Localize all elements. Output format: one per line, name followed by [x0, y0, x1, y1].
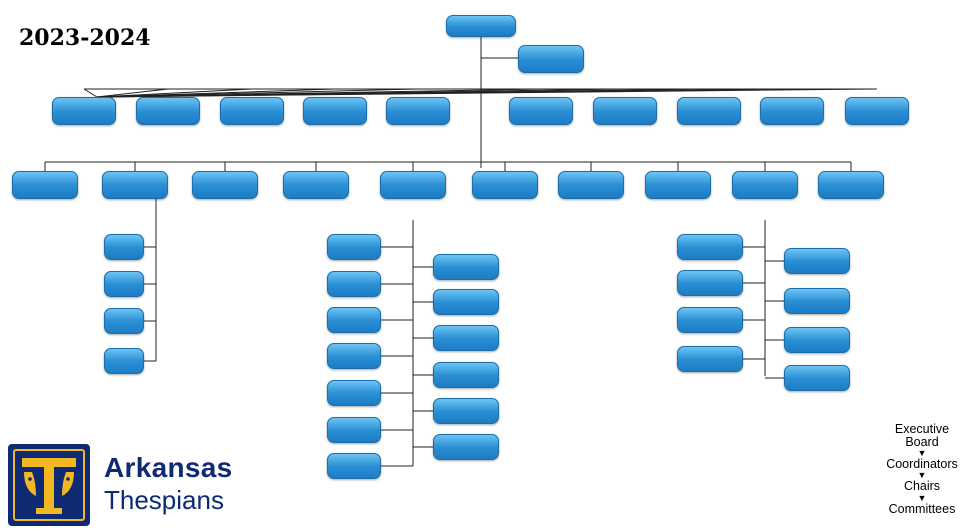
- jr-chair-box: [784, 288, 850, 314]
- jr-chair-box: [677, 270, 743, 296]
- board-member-box: [220, 97, 284, 125]
- jr-chair-box: [677, 307, 743, 333]
- year-title: 2023-2024: [19, 25, 151, 51]
- jr-chair-box: [784, 365, 850, 391]
- legend-level: Committees: [888, 501, 956, 516]
- board-member-box: [303, 97, 367, 125]
- legend-level: Coordinators: [886, 457, 958, 472]
- festival-chair-box: [433, 254, 499, 280]
- hierarchy-legend: Executive Board▼Coordinators▼Chairs▼Comm…: [876, 422, 968, 516]
- festival-chair-box: [327, 307, 381, 333]
- festival-chair-box: [327, 271, 381, 297]
- down-arrow-icon: ▼: [917, 470, 927, 481]
- assistant-director-box: [518, 45, 584, 73]
- board-member-box: [386, 97, 450, 125]
- coordinator-box: [472, 171, 538, 199]
- arkansas-thespians-logo-icon: [8, 444, 90, 526]
- chapter-director-box: [446, 15, 516, 37]
- connector-line: [96, 88, 169, 98]
- festival-chair-box: [327, 380, 381, 406]
- technical-chair-box: [104, 234, 144, 260]
- festival-chair-box: [433, 434, 499, 460]
- board-member-box: [760, 97, 824, 125]
- festival-chair-box: [327, 453, 381, 479]
- festival-chair-box: [327, 234, 381, 260]
- festival-chair-box: [433, 289, 499, 315]
- coordinator-box: [12, 171, 78, 199]
- legend-level: Executive Board: [894, 422, 950, 450]
- connector-line: [83, 88, 98, 98]
- board-member-box: [136, 97, 200, 125]
- technical-chair-box: [104, 348, 144, 374]
- jr-chair-box: [677, 346, 743, 372]
- board-member-box: [509, 97, 573, 125]
- connector-line: [96, 88, 878, 98]
- coordinator-box: [283, 171, 349, 199]
- festival-chair-box: [327, 343, 381, 369]
- festival-chair-box: [433, 398, 499, 424]
- brand-name-line2: Thespians: [104, 485, 224, 515]
- festival-chair-box: [327, 417, 381, 443]
- coordinator-box: [102, 171, 168, 199]
- down-arrow-icon: ▼: [917, 448, 927, 459]
- brand-name-line1: Arkansas: [104, 452, 233, 483]
- jr-chair-box: [677, 234, 743, 260]
- coordinator-box: [558, 171, 624, 199]
- board-member-box: [52, 97, 116, 125]
- coordinator-box: [818, 171, 884, 199]
- technical-chair-box: [104, 308, 144, 334]
- down-arrow-icon: ▼: [917, 492, 927, 503]
- coordinator-box: [732, 171, 798, 199]
- technical-chair-box: [104, 271, 144, 297]
- board-member-box: [677, 97, 741, 125]
- coordinator-box: [380, 171, 446, 199]
- board-member-box: [845, 97, 909, 125]
- board-member-box: [593, 97, 657, 125]
- festival-chair-box: [433, 325, 499, 351]
- jr-chair-box: [784, 248, 850, 274]
- jr-chair-box: [784, 327, 850, 353]
- coordinator-box: [192, 171, 258, 199]
- festival-chair-box: [433, 362, 499, 388]
- coordinator-box: [645, 171, 711, 199]
- legend-level: Chairs: [903, 479, 941, 494]
